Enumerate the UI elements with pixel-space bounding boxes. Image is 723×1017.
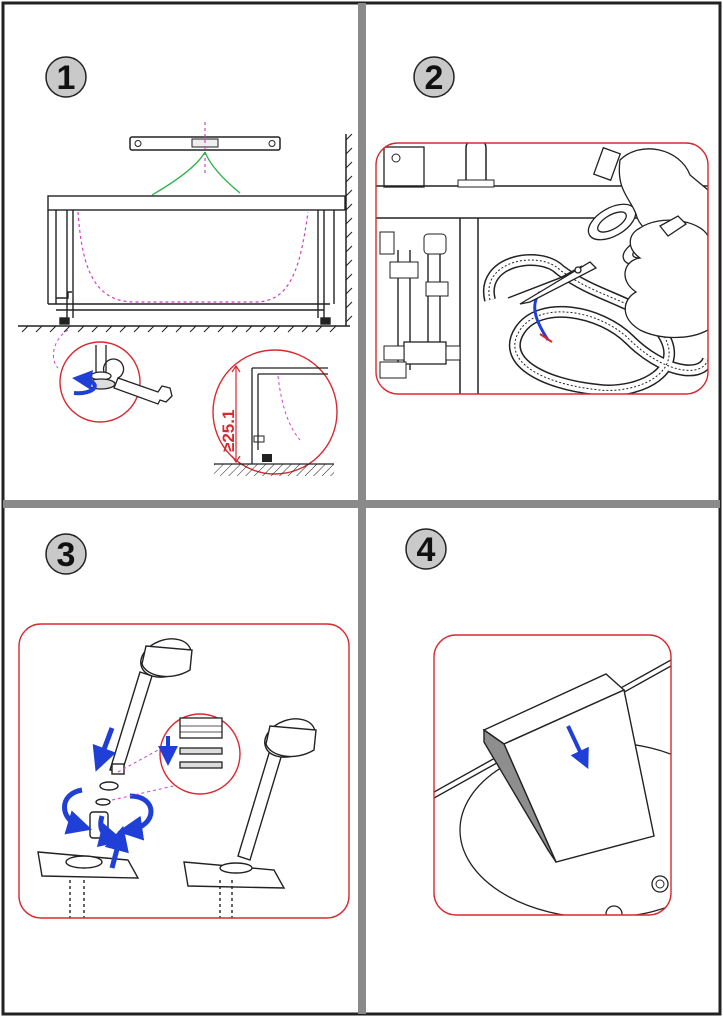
vertical-divider — [358, 3, 366, 1014]
slide-down-arrow-icon — [566, 725, 589, 770]
floor — [18, 325, 350, 333]
callout-frame-3 — [18, 623, 350, 919]
bathtub-frame — [47, 195, 346, 325]
height-dimension-callout: ≥25.1 — [212, 349, 338, 476]
hose-cutting-illustration — [376, 143, 708, 394]
hand-shower-assembly-illustration — [19, 624, 349, 918]
panel-step-3: 3 — [18, 533, 350, 919]
step-badge-3: 3 — [45, 533, 87, 575]
step-number-2: 2 — [425, 59, 444, 97]
wrench-icon — [102, 358, 173, 405]
panel-step-2: 2 — [375, 56, 709, 395]
foot-adjust-detail — [52, 329, 141, 423]
assembly-arrows-icon — [62, 727, 154, 869]
bathtub-basin-outline — [77, 211, 309, 303]
step-badge-1: 1 — [45, 56, 87, 98]
step-badge-4: 4 — [405, 528, 447, 570]
step-number-1: 1 — [57, 59, 76, 97]
wall — [345, 133, 353, 326]
callout-frame-2 — [375, 142, 709, 395]
step-badge-2: 2 — [413, 56, 455, 98]
step-number-4: 4 — [417, 531, 436, 569]
callout-frame-4 — [433, 634, 672, 916]
cover-plate-illustration — [434, 635, 671, 915]
panel-step-4: 4 — [405, 528, 672, 916]
spirit-level — [129, 122, 281, 196]
panel-step-1: 1 — [18, 56, 353, 476]
dimension-label: ≥25.1 — [219, 410, 238, 452]
rotate-arrow-icon — [72, 370, 97, 396]
hands-icon — [618, 148, 708, 339]
step-number-3: 3 — [57, 536, 76, 574]
horizontal-divider — [3, 500, 720, 508]
